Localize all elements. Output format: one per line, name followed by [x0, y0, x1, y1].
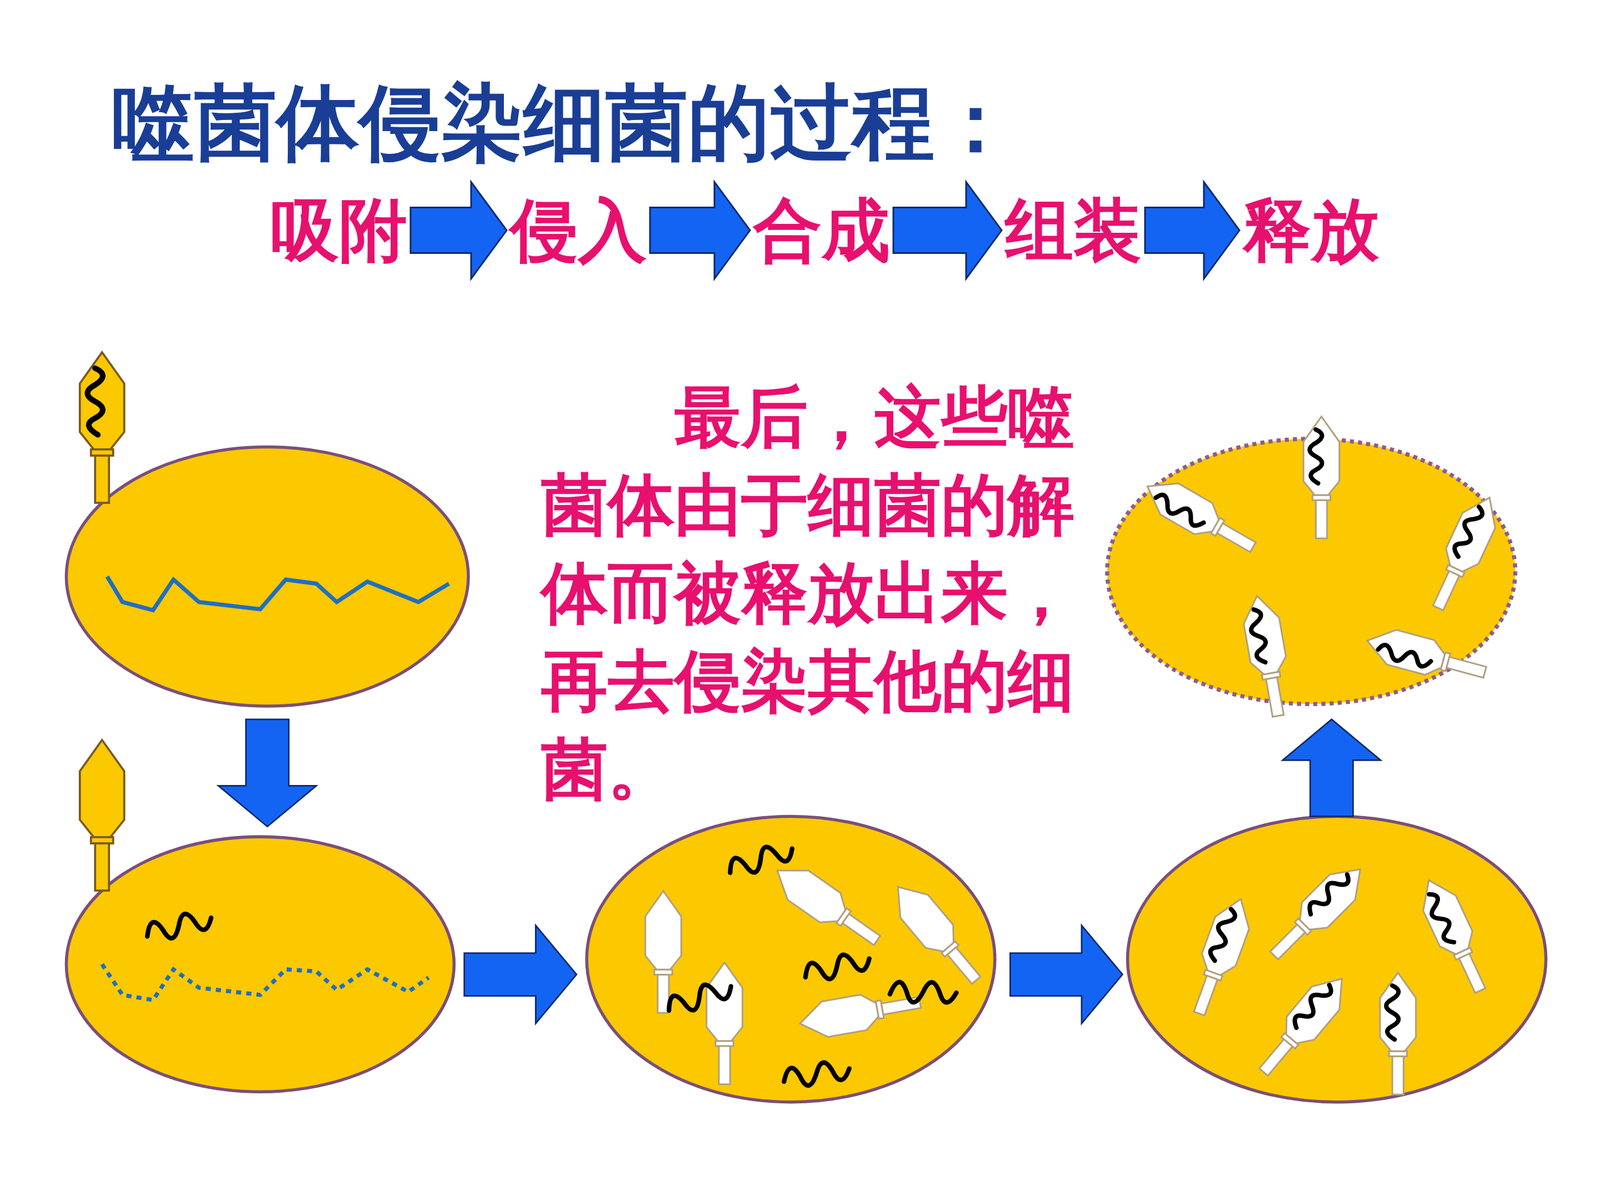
phage — [1362, 623, 1490, 690]
phage — [796, 985, 923, 1042]
step-text: 合成 — [753, 194, 890, 267]
bacterium — [1127, 816, 1547, 1102]
stage-arrow — [464, 925, 577, 1024]
phage — [1261, 856, 1374, 969]
step-label: 合成 — [753, 194, 890, 267]
bacterial-dna — [107, 576, 449, 611]
phage — [706, 962, 743, 1085]
explanation-note: 最后，这些噬菌体由于细菌的解体而被释放出来，再去侵染其他的细菌。 — [541, 373, 1097, 814]
step-text: 组装 — [1005, 194, 1142, 267]
phage — [1412, 872, 1497, 999]
phage — [1380, 972, 1417, 1095]
step-arrow — [893, 182, 1002, 279]
phage-dna — [665, 978, 735, 1017]
step-text: 释放 — [1242, 194, 1380, 267]
bacterium — [66, 836, 454, 1092]
stage-arrow — [1010, 925, 1123, 1024]
phage-dna — [782, 1060, 851, 1088]
stage-arrow — [1282, 719, 1381, 817]
step-label: 吸附 — [270, 194, 408, 267]
stage-arrow — [218, 719, 317, 827]
phage — [80, 740, 125, 891]
bacterium — [586, 816, 995, 1102]
phage — [883, 875, 990, 992]
phage — [1303, 416, 1340, 539]
step-arrow — [1145, 182, 1240, 279]
phage-dna — [889, 978, 958, 1007]
phage — [80, 352, 125, 503]
phage — [1182, 892, 1258, 1020]
step-arrow — [410, 182, 507, 279]
step-arrow — [650, 182, 750, 279]
step-label: 释放 — [1242, 194, 1380, 267]
step-label: 组装 — [1005, 194, 1142, 267]
slide-title: 噬菌体侵染细菌的过程： — [112, 77, 1017, 169]
phage — [767, 856, 888, 956]
step-label: 侵入 — [510, 194, 647, 267]
degraded-dna — [102, 964, 429, 1000]
phage-dna — [802, 950, 872, 984]
step-text: 侵入 — [510, 194, 647, 267]
phage-dna — [726, 840, 796, 879]
phage — [1421, 490, 1506, 616]
phage — [1250, 967, 1356, 1084]
step-text: 吸附 — [270, 194, 408, 267]
phage — [1138, 470, 1262, 563]
phage — [1239, 592, 1297, 719]
bacterium — [66, 446, 469, 707]
phage-dna — [144, 909, 214, 943]
